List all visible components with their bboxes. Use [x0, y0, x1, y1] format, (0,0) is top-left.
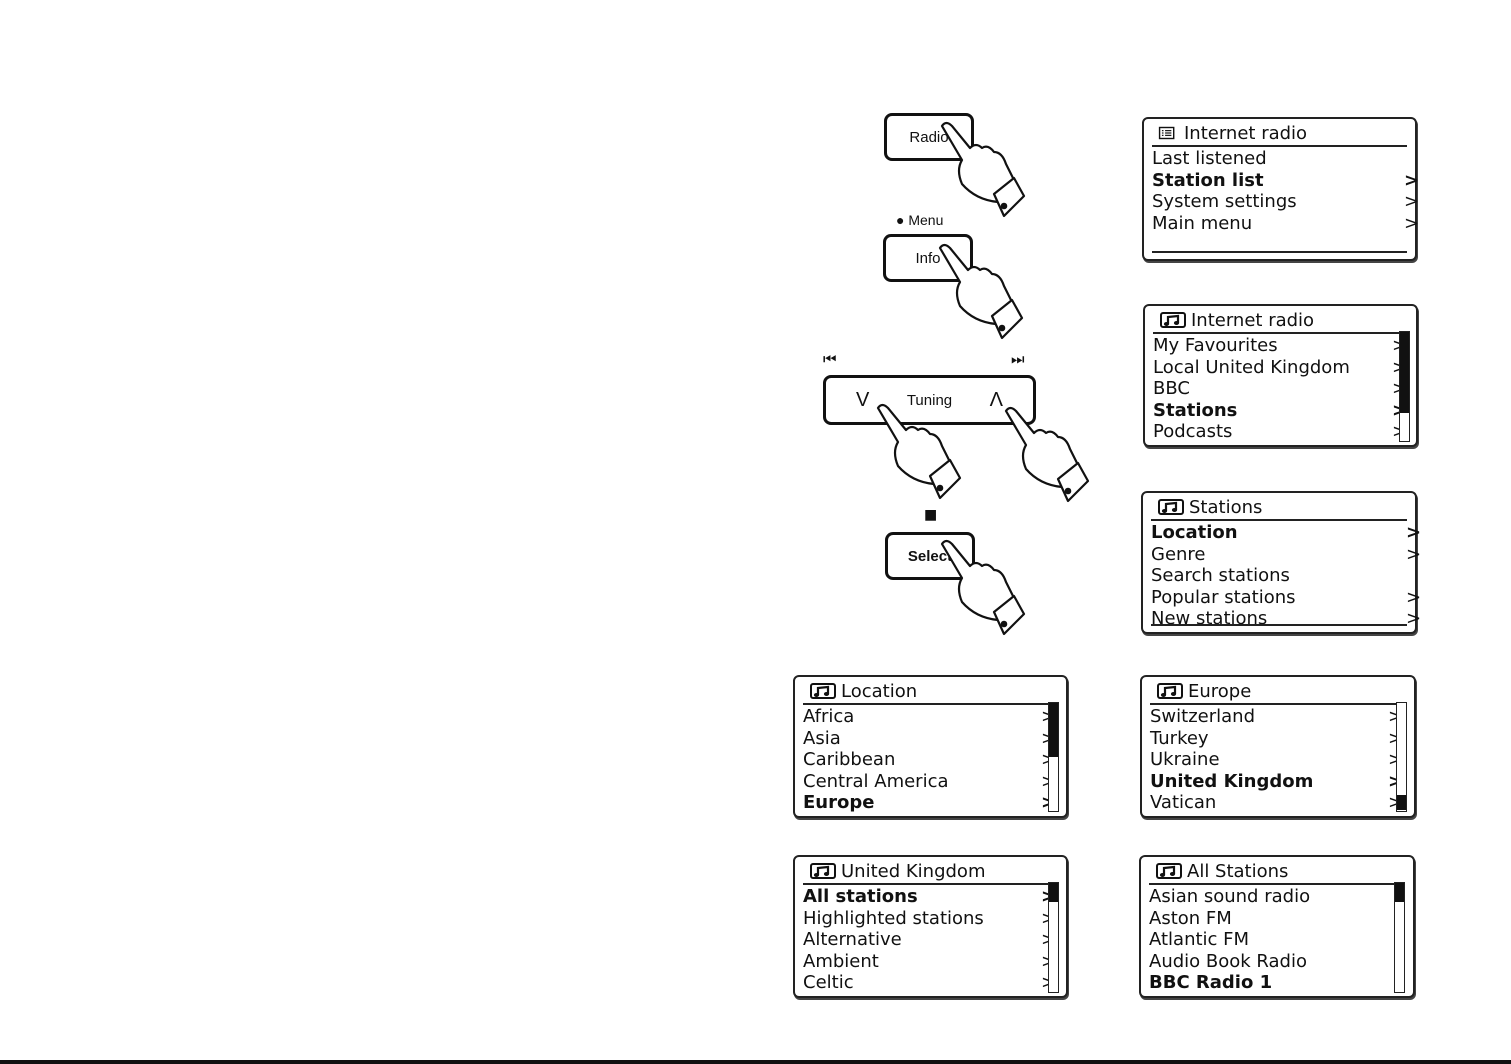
menu-item-label[interactable]: Local United Kingdom [1153, 356, 1350, 378]
screen-title: All Stations [1187, 860, 1289, 882]
menu-item-label[interactable]: Last listened [1152, 148, 1267, 169]
menu-item-label[interactable]: Aston FM [1149, 907, 1232, 929]
next-track-icon: ⏭ [1011, 350, 1025, 368]
list-icon [1158, 126, 1175, 140]
menu-item-label[interactable]: Atlantic FM [1149, 929, 1250, 950]
scrollbar[interactable] [1399, 331, 1410, 442]
menu-label: ● Menu [896, 212, 944, 228]
scrollbar[interactable] [1048, 702, 1059, 812]
menu-item-label[interactable]: Caribbean [803, 749, 896, 770]
info-button-label: Info [915, 249, 941, 267]
scrollbar-thumb[interactable] [1397, 795, 1406, 810]
screen-title-bar: Location [803, 679, 1058, 705]
menu-item-label[interactable]: Central America [803, 770, 949, 792]
music-note-icon [810, 683, 836, 699]
screen-bottom-rule [1152, 251, 1407, 253]
select-button-label: Select [907, 547, 953, 565]
music-note-icon [1157, 683, 1183, 699]
tuning-label: Tuning [906, 391, 953, 409]
page-bottom-rule [0, 1060, 1511, 1064]
menu-item-label[interactable]: Location [1151, 522, 1238, 543]
music-note-icon [1156, 863, 1182, 879]
submenu-arrow-icon: > [1406, 543, 1422, 565]
submenu-arrow-icon: > [1406, 586, 1422, 608]
menu-item-label[interactable]: Stations [1153, 399, 1238, 421]
menu-item-label[interactable]: Asia [803, 727, 841, 749]
music-note-icon [1160, 312, 1186, 328]
scrollbar[interactable] [1048, 882, 1059, 993]
menu-item-label[interactable]: Africa [803, 706, 855, 727]
menu-item-label[interactable]: My Favourites [1153, 335, 1278, 356]
screen-title-bar: United Kingdom [803, 859, 1058, 885]
menu-item-label[interactable]: Turkey [1150, 727, 1209, 749]
submenu-arrow-icon: > [1406, 608, 1422, 629]
menu-item-label[interactable]: Celtic [803, 972, 854, 993]
stop-icon: ■ [924, 507, 938, 523]
menu-item-label[interactable]: New stations [1151, 608, 1268, 629]
submenu-arrow-icon: > [1406, 522, 1422, 543]
tuning-down-icon[interactable]: V [856, 388, 870, 411]
tuning-button[interactable]: V Tuning Λ [823, 375, 1036, 425]
previous-track-icon: ⏮ [823, 350, 837, 368]
menu-item-label[interactable]: Station list [1152, 169, 1264, 191]
menu-item-label[interactable]: BBC Radio 1 [1149, 972, 1273, 993]
screen-title: Internet radio [1184, 122, 1308, 144]
screen-title-bar: Internet radio [1153, 308, 1408, 334]
screen-title: Internet radio [1191, 309, 1315, 331]
screen-title-bar: Internet radio [1152, 121, 1407, 147]
radio-button-label: Radio [909, 128, 949, 146]
pointing-hand-icon [938, 243, 1024, 340]
screen-title-bar: Europe [1150, 679, 1406, 705]
scrollbar-thumb[interactable] [1395, 883, 1404, 903]
menu-item-label[interactable]: Europe [803, 792, 875, 813]
menu-item-label[interactable]: Highlighted stations [803, 907, 984, 929]
lcd-screen-europe: EuropeSwitzerland>Turkey>Ukraine>United … [1140, 675, 1416, 818]
scrollbar-thumb[interactable] [1049, 883, 1058, 903]
scrollbar[interactable] [1394, 882, 1405, 993]
screen-title-bar: All Stations [1149, 859, 1405, 885]
scrollbar-thumb[interactable] [1049, 703, 1058, 757]
music-note-icon [1158, 499, 1184, 515]
screen-bottom-rule [1151, 624, 1407, 626]
menu-item-label[interactable]: Genre [1151, 543, 1206, 565]
menu-item-label[interactable]: Popular stations [1151, 586, 1296, 608]
menu-item-label[interactable]: Main menu [1152, 212, 1253, 234]
submenu-arrow-icon: > [1404, 212, 1420, 234]
scrollbar-thumb[interactable] [1400, 332, 1409, 413]
menu-item-label[interactable]: Asian sound radio [1149, 886, 1311, 907]
menu-item-label[interactable]: System settings [1152, 191, 1297, 212]
menu-item-label[interactable]: All stations [803, 886, 918, 907]
screen-title: United Kingdom [841, 860, 986, 882]
menu-item-label[interactable]: Vatican [1150, 792, 1217, 813]
pointing-hand-icon [1004, 406, 1090, 503]
menu-item-label[interactable]: Alternative [803, 929, 902, 950]
music-note-icon [810, 863, 836, 879]
screen-title: Location [841, 680, 918, 702]
pointing-hand-icon [940, 539, 1026, 636]
screen-title: Stations [1189, 496, 1263, 518]
submenu-arrow-icon: > [1404, 191, 1420, 212]
menu-item-label[interactable]: Audio Book Radio [1149, 950, 1307, 972]
menu-item-label[interactable]: Ambient [803, 950, 879, 972]
submenu-arrow-icon: > [1404, 169, 1420, 191]
screen-title: Europe [1188, 680, 1252, 702]
scrollbar[interactable] [1396, 702, 1407, 812]
menu-item-label[interactable]: Switzerland [1150, 706, 1255, 727]
menu-item-label[interactable]: Podcasts [1153, 421, 1233, 442]
menu-item-label[interactable]: Search stations [1151, 565, 1290, 586]
screen-title-bar: Stations [1151, 495, 1407, 521]
tuning-up-icon[interactable]: Λ [989, 388, 1003, 411]
pointing-hand-icon [876, 403, 962, 500]
menu-item-label[interactable]: United Kingdom [1150, 770, 1314, 792]
pointing-hand-icon [940, 121, 1026, 218]
menu-item-label[interactable]: BBC [1153, 378, 1190, 399]
menu-item-label[interactable]: Ukraine [1150, 749, 1220, 770]
